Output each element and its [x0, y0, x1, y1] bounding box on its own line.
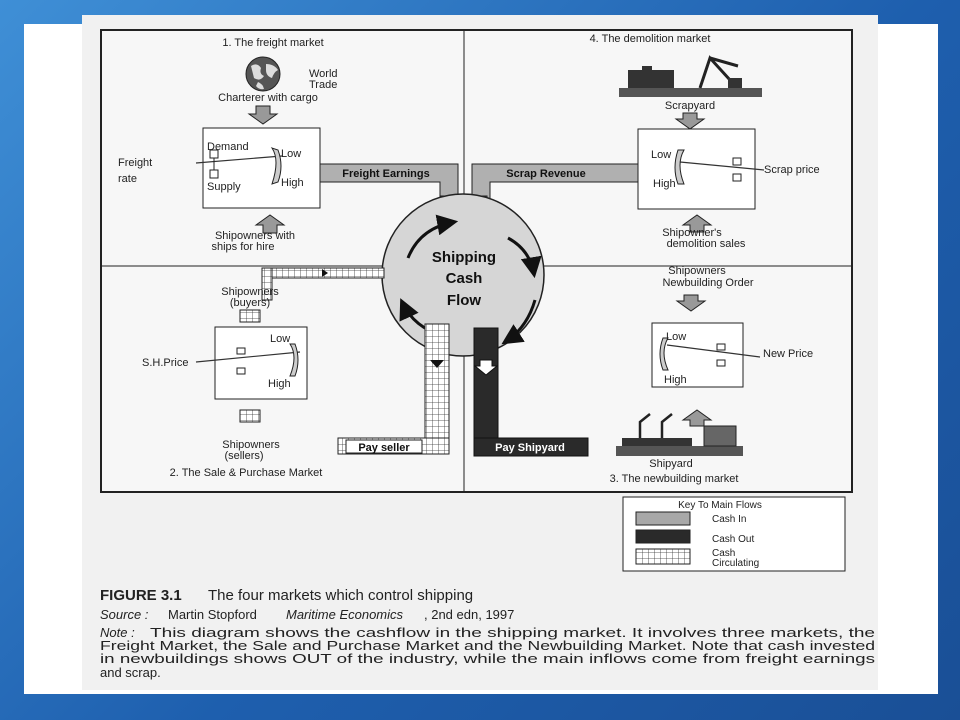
freight-earnings-label: Freight Earnings [342, 168, 429, 180]
pay-shipyard-arrow-icon [473, 359, 499, 376]
demolition-market-title: 4. The demolition market [590, 33, 711, 45]
shipowners-hire-line-2: ships for hire [212, 241, 275, 253]
shipowners-hire-line-1: Shipowners with [215, 230, 295, 242]
sh-low-label: Low [270, 333, 290, 345]
newbuilding-title: 3. The newbuilding market [610, 473, 739, 485]
legend-circulating-line-2: Circulating [712, 558, 759, 569]
pay-shipyard-label: Pay Shipyard [495, 442, 565, 454]
shipping-cash-flow-hub: Shipping Cash Flow [381, 193, 545, 357]
buyers-line-1: Shipowners [221, 286, 279, 298]
freight-market-title: 1. The freight market [222, 37, 323, 49]
sh-high-label: High [268, 378, 291, 390]
scrap-revenue-label: Scrap Revenue [506, 168, 585, 180]
sale-purchase-title: 2. The Sale & Purchase Market [170, 467, 323, 479]
world-trade-line-2: Trade [309, 79, 337, 91]
freight-balance-box [202, 127, 321, 209]
pay-seller-box [345, 439, 423, 454]
demolition-high-label: High [653, 178, 676, 190]
source-label: Source : [100, 607, 149, 622]
legend-cash-out-label: Cash Out [712, 534, 754, 545]
note-label: Note : [100, 625, 135, 640]
legend-circulating-swatch [635, 548, 691, 565]
scrap-price-label: Scrap price [764, 164, 820, 176]
buyers-arrow-icon [239, 309, 261, 323]
new-price-label: New Price [763, 348, 813, 360]
source-edition: , 2nd edn, 1997 [424, 607, 514, 622]
sellers-arrow-icon [239, 409, 261, 423]
demolition-balance-box [637, 128, 756, 210]
scrapyard-label: Scrapyard [665, 100, 715, 112]
freight-rate-line-2: rate [118, 173, 137, 185]
sale-purchase-market: Shipowners (buyers) Low High S.H.Price S… [142, 286, 322, 479]
legend-cash-in-label: Cash In [712, 514, 746, 525]
hub-line-1: Shipping [432, 249, 496, 266]
note-line-3: in newbuildings shows OUT of the industr… [100, 651, 876, 666]
note-line-4: and scrap. [100, 665, 161, 680]
sellers-line-1: Shipowners [222, 439, 280, 451]
shipyard-arrow-icon [681, 409, 713, 427]
supply-label: Supply [207, 181, 241, 193]
source-book: Maritime Economics [286, 607, 404, 622]
pay-shipyard-flow [473, 327, 499, 439]
order-line-2: Newbuilding Order [662, 277, 753, 289]
shipyard-icon [616, 413, 743, 456]
demand-label: Demand [207, 141, 249, 153]
legend-cash-in-swatch [635, 511, 691, 526]
figure-caption: FIGURE 3.1 The four markets which contro… [100, 587, 876, 680]
pay-seller-label: Pay seller [358, 442, 410, 454]
new-high-label: High [664, 374, 687, 386]
freight-high-label: High [281, 177, 304, 189]
arrow-up-icon [254, 214, 286, 234]
hub-line-3: Flow [447, 292, 481, 309]
arrow-down-icon [247, 105, 279, 125]
demolition-sales-line-1: Shipowner's [662, 227, 722, 239]
balance-scale-icon [195, 147, 283, 185]
figure-title: The four markets which control shipping [208, 587, 473, 604]
charterer-label: Charterer with cargo [218, 92, 318, 104]
source-author: Martin Stopford [168, 607, 257, 622]
order-arrow-icon [675, 294, 707, 312]
freight-market: 1. The freight market World Trade Charte… [118, 37, 338, 253]
sellers-line-2: (sellers) [224, 450, 263, 462]
freight-rate-line-1: Freight [118, 157, 152, 169]
demolition-scale-icon [674, 149, 765, 185]
legend-circulating-line-1: Cash [712, 548, 735, 559]
scrapyard-icon [619, 55, 762, 97]
order-line-1: Shipowners [668, 265, 726, 277]
shipyard-label: Shipyard [649, 458, 692, 470]
buyers-line-2: (buyers) [230, 297, 270, 309]
world-trade-line-1: World [309, 68, 338, 80]
sh-price-label: S.H.Price [142, 357, 188, 369]
figure-number: FIGURE 3.1 [100, 587, 182, 604]
globe-icon [245, 56, 281, 92]
pay-shipyard-box [473, 437, 589, 457]
demolition-sales-line-2: demolition sales [667, 238, 746, 250]
scrapyard-arrow-icon [674, 112, 706, 130]
note-line-1: This diagram shows the cashflow in the s… [150, 625, 875, 640]
sh-balance-box [214, 326, 308, 400]
legend-title: Key To Main Flows [678, 500, 762, 511]
new-low-label: Low [666, 331, 686, 343]
note-line-2: Freight Market, the Sale and Purchase Ma… [100, 638, 875, 653]
sh-scale-icon [195, 343, 301, 377]
demolition-sales-arrow-icon [681, 214, 713, 233]
legend-cash-out-swatch [635, 529, 691, 544]
freight-low-label: Low [281, 148, 301, 160]
newbuilding-market: Shipowners Newbuilding Order Low High Ne… [610, 265, 814, 485]
new-price-balance-box [651, 322, 744, 388]
new-price-scale-icon [659, 337, 761, 371]
flows-legend: Key To Main Flows Cash In Cash Out Cash … [622, 496, 846, 572]
demolition-market: 4. The demolition market Scrapyard Low H… [590, 33, 820, 250]
hub-line-2: Cash [446, 270, 483, 287]
demolition-low-label: Low [651, 149, 671, 161]
